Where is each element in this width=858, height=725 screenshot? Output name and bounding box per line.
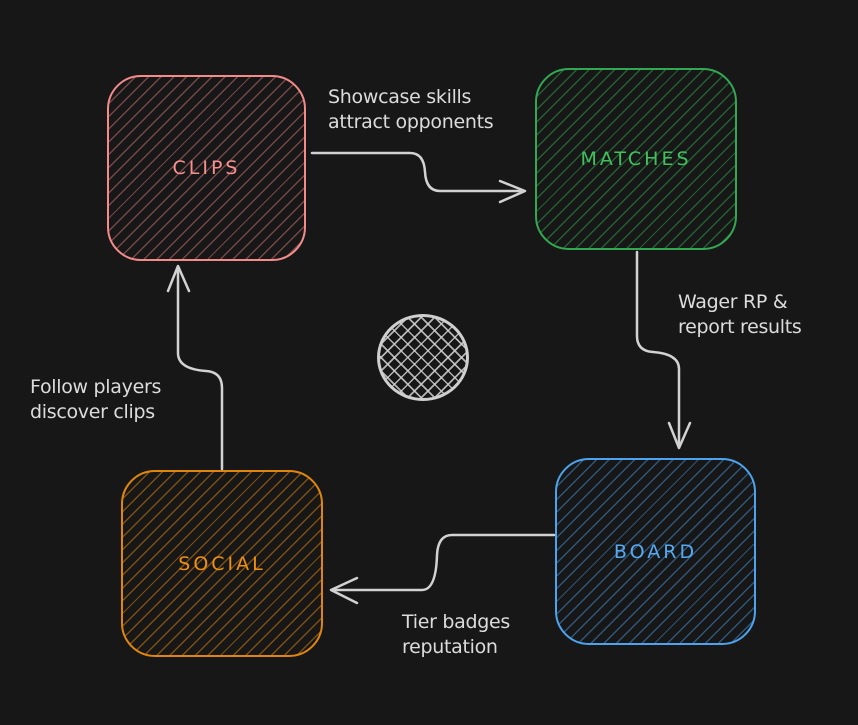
edge-label-line: report results <box>678 316 802 338</box>
arrowhead-clips-to-matches <box>498 179 527 204</box>
arrow-social-to-clips <box>176 268 224 471</box>
arrowhead-matches-to-board <box>667 421 692 450</box>
crosshatch-circle-icon <box>377 314 469 401</box>
edge-label-clips-matches: Showcase skills attract opponents <box>328 85 494 135</box>
node-board-label: BOARD <box>613 540 698 563</box>
arrowhead-social-to-clips <box>166 264 191 293</box>
edge-label-matches-board: Wager RP & report results <box>678 290 802 340</box>
arrow-matches-to-board <box>635 250 681 446</box>
arrow-board-to-social <box>332 533 556 592</box>
node-social-label: SOCIAL <box>178 552 266 575</box>
node-matches: MATCHES <box>535 68 737 250</box>
edge-label-board-social: Tier badges reputation <box>402 610 510 660</box>
edge-label-line: reputation <box>402 636 498 658</box>
edge-label-line: Tier badges <box>402 611 510 633</box>
node-social: SOCIAL <box>121 470 323 657</box>
node-clips-label: CLIPS <box>172 157 241 179</box>
edge-label-line: Follow players <box>30 376 162 398</box>
edge-label-line: discover clips <box>30 401 155 423</box>
node-matches-label: MATCHES <box>580 148 692 170</box>
edge-label-line: attract opponents <box>328 111 494 133</box>
arrow-clips-to-matches <box>310 151 524 193</box>
edge-label-social-clips: Follow players discover clips <box>30 375 161 425</box>
edge-label-line: Wager RP & <box>678 291 788 313</box>
arrowhead-board-to-social <box>329 576 359 605</box>
edge-label-line: Showcase skills <box>328 86 472 108</box>
node-clips: CLIPS <box>107 75 306 261</box>
node-board: BOARD <box>555 458 756 645</box>
